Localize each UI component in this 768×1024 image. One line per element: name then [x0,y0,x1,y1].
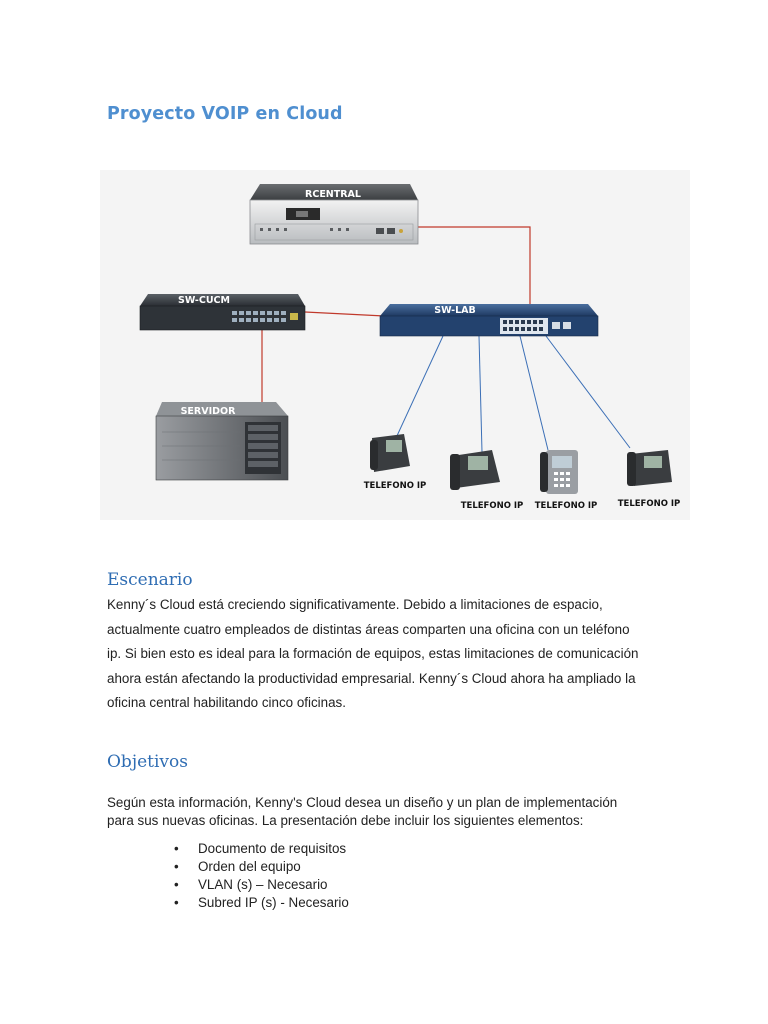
list-item: • Documento de requisitos [170,840,349,858]
escenario-heading: Escenario [107,570,193,590]
network-diagram: RCENTRAL SW-CUCM [100,170,690,520]
escenario-paragraph: Kenny´s Cloud está creciendo significati… [107,593,667,716]
document-title: Proyecto VOIP en Cloud [107,104,343,124]
router-rcentral: RCENTRAL [249,184,419,245]
list-item-text: Subred IP (s) - Necesario [198,895,349,910]
escenario-line: ip. Si bien esto es ideal para la formac… [107,646,639,662]
objetivos-line: para sus nuevas oficinas. La presentació… [107,813,584,828]
list-item: • VLAN (s) – Necesario [170,876,349,894]
phone-3-label: TELEFONO IP [535,501,598,511]
server-label: SERVIDOR [181,406,236,417]
escenario-line: Kenny´s Cloud está creciendo significati… [107,597,603,612]
escenario-line: ahora están afectando la productividad e… [107,670,636,686]
objetivos-paragraph: Según esta información, Kenny's Cloud de… [107,794,667,830]
requirements-list: • Documento de requisitos • Orden del equi… [170,840,349,912]
bullet-icon: • [174,841,179,856]
ip-phone-4: TELEFONO IP [618,450,681,509]
bullet-icon: • [174,877,179,892]
phone-2-label: TELEFONO IP [461,501,524,511]
network-diagram-svg: RCENTRAL SW-CUCM [139,184,681,511]
switch-sw-lab: SW-LAB [379,304,599,337]
phone-links [395,335,631,453]
objetivos-line: Según esta información, Kenny's Cloud de… [107,795,618,810]
ip-phone-2: TELEFONO IP [450,450,523,511]
bullet-icon: • [174,859,179,874]
phone-4-label: TELEFONO IP [618,499,681,509]
objetivos-heading: Objetivos [107,752,188,772]
phone-1-label: TELEFONO IP [364,481,427,491]
list-item-text: VLAN (s) – Necesario [198,877,328,892]
list-item: • Subred IP (s) - Necesario [170,894,349,912]
router-label: RCENTRAL [305,189,361,200]
router-link [261,226,531,410]
escenario-line: oficina central habilitando cinco oficin… [107,695,346,711]
list-item-text: Orden del equipo [198,859,301,874]
sw-cucm-label: SW-CUCM [178,295,230,306]
sw-lab-label: SW-LAB [434,305,475,316]
server-servidor: SERVIDOR [155,402,289,481]
list-item: • Orden del equipo [170,858,349,876]
list-item-text: Documento de requisitos [198,841,347,856]
ip-phone-3: TELEFONO IP [535,450,598,511]
escenario-line: actualmente cuatro empleados de distinta… [107,621,630,637]
ip-phone-1: TELEFONO IP [364,434,427,491]
switch-sw-cucm: SW-CUCM [139,294,306,331]
bullet-icon: • [174,895,179,910]
